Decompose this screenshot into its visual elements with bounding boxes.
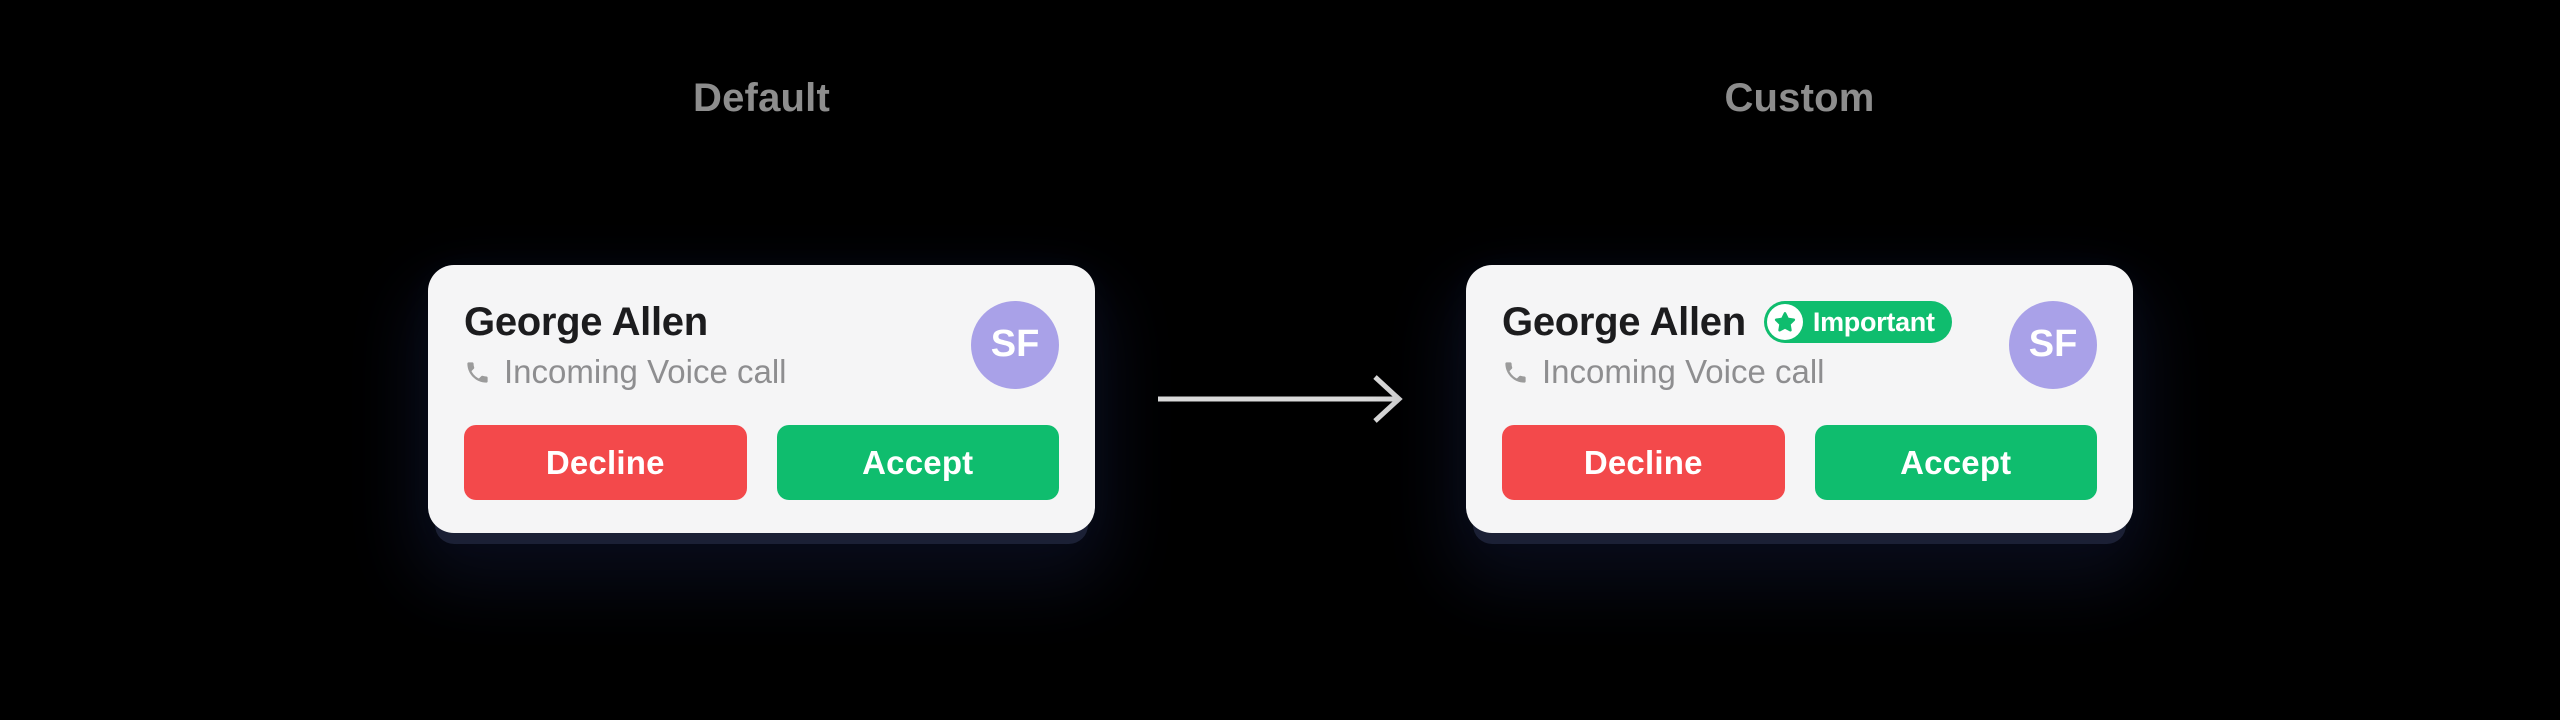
- phone-icon: [1502, 359, 1529, 386]
- call-actions: Decline Accept: [1502, 425, 2097, 500]
- decline-button[interactable]: Decline: [464, 425, 747, 500]
- incoming-call-card-default: George Allen Incoming Voice call SF Decl…: [428, 265, 1095, 533]
- card-header: George Allen Important: [1502, 298, 2097, 391]
- arrow-right-icon: [1158, 375, 1403, 423]
- avatar: SF: [2009, 300, 2097, 389]
- section-title-default: Default: [693, 76, 830, 120]
- call-type-row: Incoming Voice call: [1502, 353, 1989, 391]
- caller-name-row: George Allen: [464, 298, 951, 346]
- call-type-row: Incoming Voice call: [464, 353, 951, 391]
- accept-button[interactable]: Accept: [776, 425, 1059, 500]
- important-badge: Important: [1763, 301, 1952, 343]
- call-actions: Decline Accept: [464, 425, 1059, 500]
- incoming-call-card-custom: George Allen Important: [1466, 265, 2133, 533]
- decline-button[interactable]: Decline: [1502, 425, 1785, 500]
- caller-name: George Allen: [464, 300, 708, 344]
- phone-icon: [464, 359, 491, 386]
- card-header: George Allen Incoming Voice call SF: [464, 298, 1059, 391]
- call-type-label: Incoming Voice call: [1542, 353, 1825, 390]
- accept-button[interactable]: Accept: [1814, 425, 2097, 500]
- caller-info: George Allen Incoming Voice call: [464, 298, 951, 391]
- call-type-label: Incoming Voice call: [504, 353, 787, 390]
- caller-info: George Allen Important: [1502, 298, 1989, 391]
- badge-label: Important: [1812, 306, 1935, 337]
- caller-name-row: George Allen Important: [1502, 298, 1989, 346]
- caller-name: George Allen: [1502, 300, 1746, 344]
- star-icon: [1766, 304, 1803, 340]
- avatar: SF: [971, 300, 1059, 389]
- section-title-custom: Custom: [1724, 76, 1875, 120]
